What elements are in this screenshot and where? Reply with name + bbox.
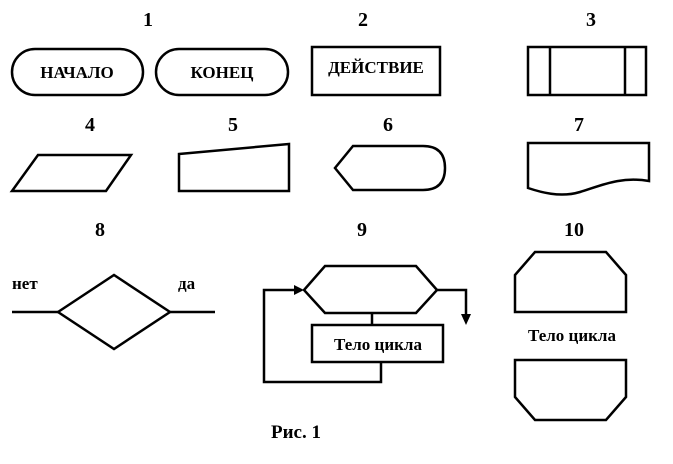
manual-input-shape xyxy=(177,142,291,193)
number-3: 3 xyxy=(586,9,596,31)
loop-limit-start-shape xyxy=(513,250,628,314)
decision-diamond-shape xyxy=(55,273,173,351)
terminator-start-shape xyxy=(10,47,145,97)
decision-no-label: нет xyxy=(12,274,38,293)
document-shape xyxy=(526,141,651,196)
process-shape xyxy=(310,45,442,97)
display-shape xyxy=(333,144,447,192)
predefined-process-shape xyxy=(526,45,648,97)
data-parallelogram-shape xyxy=(9,153,134,193)
number-6: 6 xyxy=(383,114,393,136)
process-label: ДЕЙСТВИЕ xyxy=(328,58,424,77)
number-8: 8 xyxy=(95,219,105,241)
loop-body-label-10: Тело цикла xyxy=(528,326,616,345)
number-2: 2 xyxy=(358,9,368,31)
figure-caption: Рис. 1 xyxy=(271,422,321,443)
loop-exit-arrowhead-icon xyxy=(461,314,471,325)
number-1: 1 xyxy=(143,9,153,31)
decision-yes-label: да xyxy=(178,274,196,293)
terminator-end-label: КОНЕЦ xyxy=(191,63,254,82)
loop-body-label-9: Тело цикла xyxy=(334,335,422,354)
number-4: 4 xyxy=(85,114,95,136)
loop-body-box xyxy=(310,323,445,364)
terminator-start-label: НАЧАЛО xyxy=(40,63,114,82)
terminator-end-shape xyxy=(154,47,290,97)
loop-limit-end-shape xyxy=(513,358,628,422)
number-7: 7 xyxy=(574,114,584,136)
number-10: 10 xyxy=(564,219,584,241)
number-5: 5 xyxy=(228,114,238,136)
loop-return-line xyxy=(262,288,383,384)
number-9: 9 xyxy=(357,219,367,241)
loop-hexagon-shape xyxy=(302,264,439,315)
loop-return-arrowhead-icon xyxy=(294,285,304,295)
loop-exit-line xyxy=(437,288,468,316)
